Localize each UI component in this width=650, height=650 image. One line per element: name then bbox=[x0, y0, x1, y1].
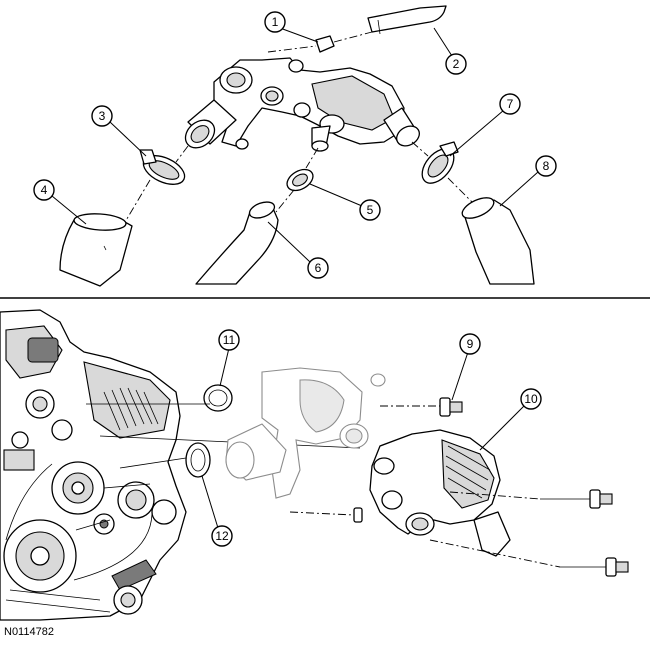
thermostat-housing-10 bbox=[369, 429, 511, 557]
callout-6-circle bbox=[307, 257, 329, 279]
callout-8-label: 8 bbox=[543, 159, 550, 173]
callout-12-circle bbox=[211, 525, 233, 547]
figure-id-label: N0114782 bbox=[4, 626, 54, 638]
callout-5-label: 5 bbox=[367, 203, 374, 217]
callout-11-label: 11 bbox=[223, 333, 236, 347]
callout-4-circle bbox=[33, 179, 55, 201]
callout-1-label: 1 bbox=[272, 15, 279, 29]
callout-2-circle bbox=[445, 53, 467, 75]
engine-front bbox=[0, 309, 187, 621]
o-ring-12 bbox=[185, 442, 211, 478]
bolt-9 bbox=[380, 397, 463, 417]
callout-9-label: 9 bbox=[467, 337, 474, 351]
callout-6-label: 6 bbox=[315, 261, 322, 275]
callout-10-label: 10 bbox=[524, 392, 538, 406]
upper-hose bbox=[367, 5, 447, 33]
callout-10-circle bbox=[520, 388, 542, 410]
callout-3-label: 3 bbox=[99, 109, 106, 123]
hose-clamp-3 bbox=[139, 149, 186, 185]
callout-7-label: 7 bbox=[507, 97, 514, 111]
callout-1-circle bbox=[264, 11, 286, 33]
callout-9-circle bbox=[459, 333, 481, 355]
callout-2-label: 2 bbox=[453, 57, 460, 71]
callout-3-circle bbox=[91, 105, 113, 127]
bolt-right-2 bbox=[429, 539, 629, 577]
callout-7-circle bbox=[499, 93, 521, 115]
hose-clamp-7 bbox=[421, 141, 459, 184]
bottom-view bbox=[0, 309, 629, 621]
callout-8-circle bbox=[535, 155, 557, 177]
thermostat-housing-top bbox=[184, 57, 420, 152]
callout-5-circle bbox=[359, 199, 381, 221]
hose-8 bbox=[463, 199, 535, 285]
hose-6 bbox=[195, 205, 279, 285]
bolt-right-1 bbox=[449, 489, 613, 509]
callout-11-circle bbox=[218, 329, 240, 351]
thermostat-housing-ghost bbox=[225, 367, 386, 499]
callouts: 1 2 3 4 5 6 7 8 9 10 bbox=[33, 11, 557, 547]
callout-12-label: 12 bbox=[215, 529, 229, 543]
bolt-left-small bbox=[289, 507, 363, 523]
callout-4-label: 4 bbox=[41, 183, 48, 197]
hose-clamp-5 bbox=[286, 168, 314, 192]
o-ring-11 bbox=[203, 384, 233, 412]
top-view bbox=[59, 5, 535, 287]
bracket-clip bbox=[315, 35, 335, 53]
